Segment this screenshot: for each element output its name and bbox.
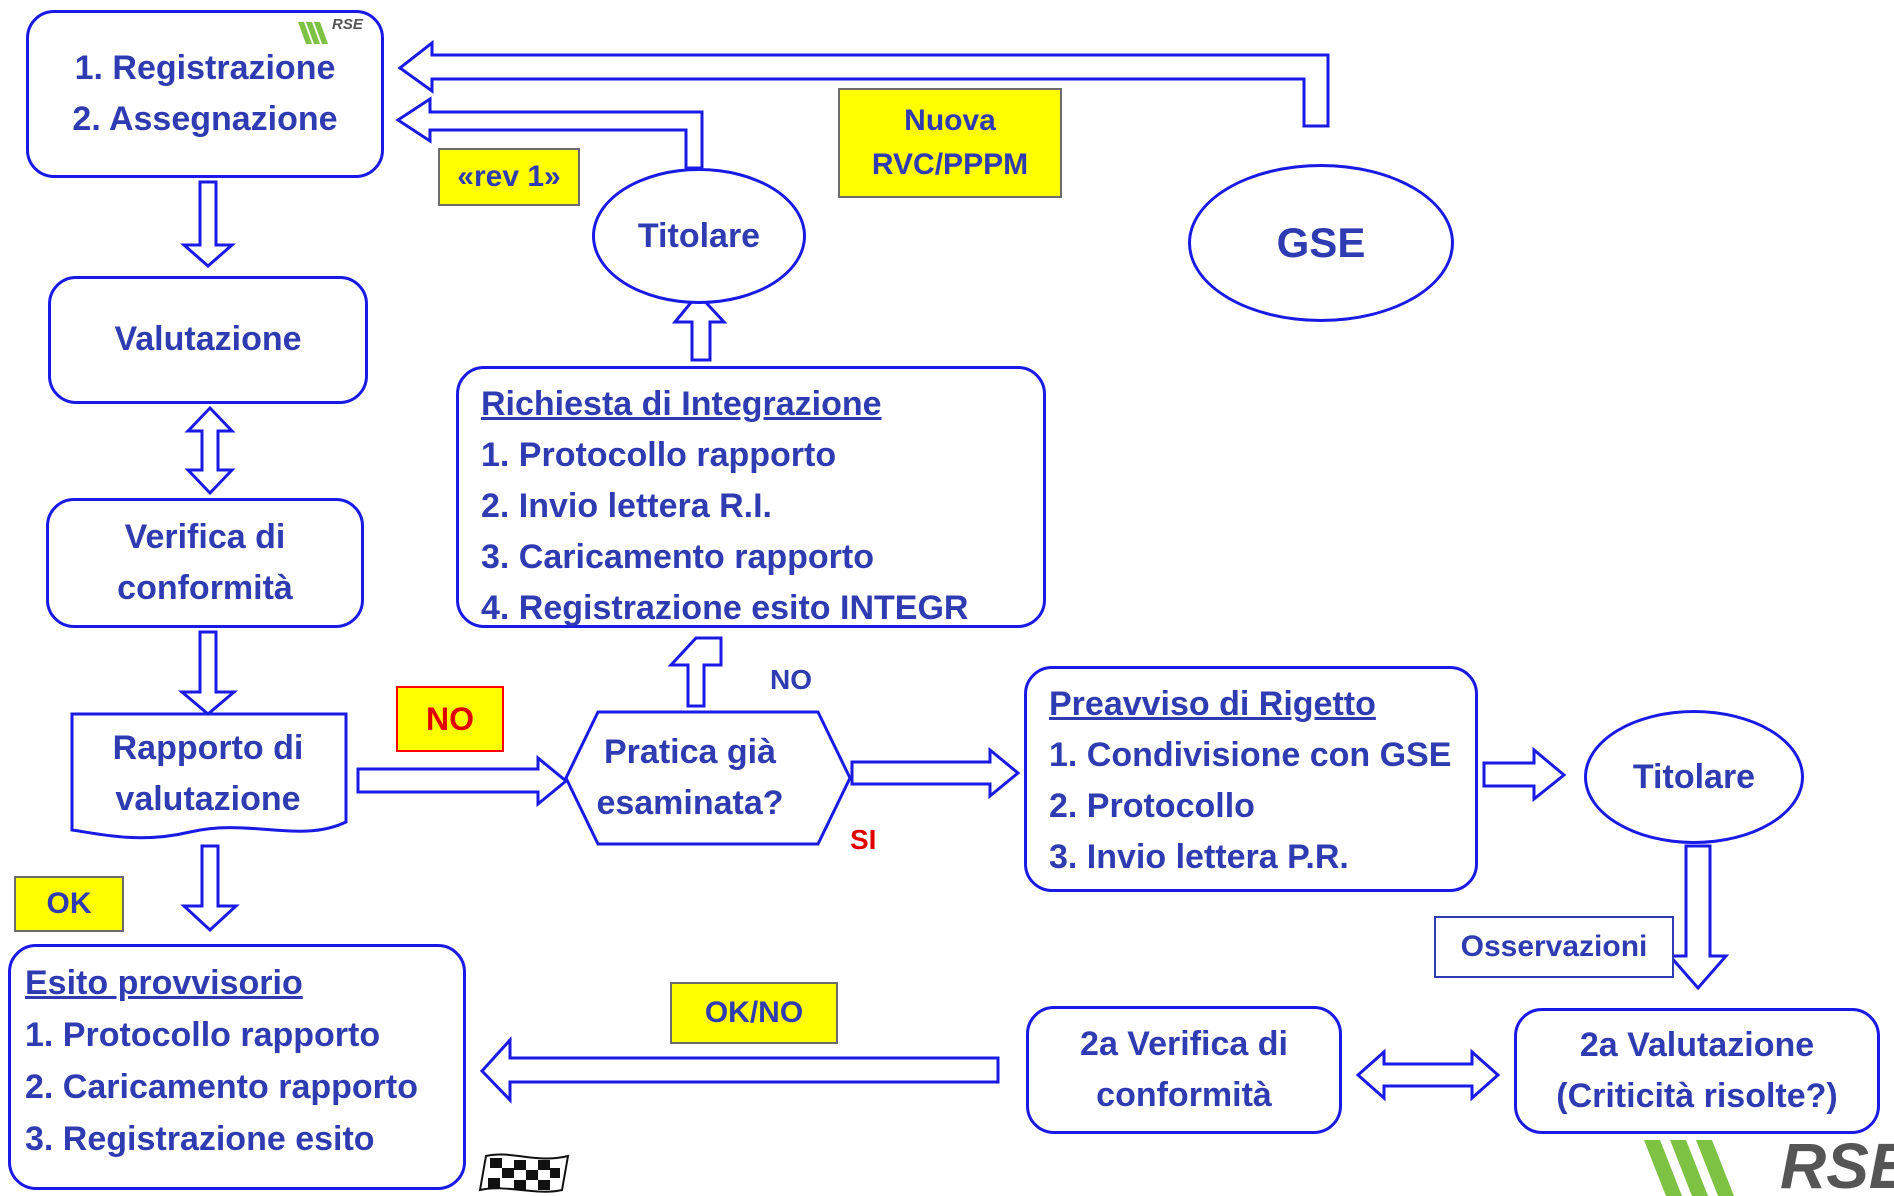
arrow-up-richiesta-titolare xyxy=(671,291,728,362)
verifica-box: Verifica di conformità xyxy=(46,498,364,628)
titolare-right-ellipse: Titolare xyxy=(1584,710,1804,844)
verifica-line-2: conformità xyxy=(117,569,293,607)
nuova-rvc-tag: Nuova RVC/PPPM xyxy=(838,88,1062,198)
arrow-right-rapporto-pratica xyxy=(356,754,569,808)
arrow-down-registrazione-valutazione xyxy=(180,180,236,268)
esito-title: Esito provvisorio xyxy=(25,964,303,1002)
rse-logo-small: RSE xyxy=(296,16,366,50)
arrow-elbow-titolare-registrazione xyxy=(395,96,704,170)
rapporto-line-2: valutazione xyxy=(115,780,301,818)
arrow-down-verifica-rapporto xyxy=(177,630,239,716)
no-branch-label: NO xyxy=(770,664,812,695)
si-branch-label: SI xyxy=(850,824,877,855)
nuova-tag-line-1: Nuova xyxy=(904,104,996,137)
richiesta-item-4: 4. Registrazione esito INTEGR xyxy=(481,589,969,627)
rse-text-small: RSE xyxy=(332,16,363,33)
valutazione-label: Valutazione xyxy=(114,320,302,359)
pratica-line-2: esaminata? xyxy=(596,784,784,822)
titolare-top-label: Titolare xyxy=(637,216,761,255)
rse-stripes-large-icon xyxy=(1644,1140,1734,1196)
rev-tag: «rev 1» xyxy=(438,148,580,206)
nuova-tag-line-2: RVC/PPPM xyxy=(871,148,1029,181)
arrow-double-valutazione-verifica xyxy=(184,405,236,496)
arrow-elbow-gse-registrazione xyxy=(397,39,1330,128)
valutazione2-line-1: 2a Valutazione xyxy=(1579,1026,1815,1064)
gse-label: GSE xyxy=(1276,219,1366,266)
gse-ellipse: GSE xyxy=(1188,164,1454,322)
rse-stripes-small-icon xyxy=(298,22,328,44)
valutazione-box: Valutazione xyxy=(48,276,368,404)
rapporto-document-shape xyxy=(70,712,348,840)
esito-item-2: 2. Caricamento rapporto xyxy=(25,1068,418,1106)
titolare-top-ellipse: Titolare xyxy=(592,168,806,304)
no-tag-label: NO xyxy=(426,700,474,737)
pratica-line-1: Pratica già xyxy=(604,733,776,771)
assegnazione-line: 2. Assegnazione xyxy=(72,100,338,138)
esito-box: Esito provvisorio 1. Protocollo rapporto… xyxy=(8,944,466,1190)
valutazione2-box: 2a Valutazione (Criticità risolte?) xyxy=(1514,1008,1880,1134)
richiesta-item-2: 2. Invio lettera R.I. xyxy=(481,487,772,525)
titolare-right-label: Titolare xyxy=(1632,757,1756,796)
osservazioni-tag-label: Osservazioni xyxy=(1460,930,1648,963)
osservazioni-tag: Osservazioni xyxy=(1434,916,1674,978)
ok-tag: OK xyxy=(14,876,124,932)
arrow-up-pratica-richiesta xyxy=(667,636,723,708)
checkered-flag-icon xyxy=(478,1153,570,1193)
preavviso-box: Preavviso di Rigetto 1. Condivisione con… xyxy=(1024,666,1478,892)
pratica-text: Pratica già esaminata? xyxy=(580,722,800,834)
preavviso-item-2: 2. Protocollo xyxy=(1049,787,1255,825)
okno-tag-label: OK/NO xyxy=(704,996,804,1029)
verifica2-line-2: conformità xyxy=(1096,1076,1272,1114)
rse-logo-large: RSE xyxy=(1640,1136,1894,1196)
esito-item-3: 3. Registrazione esito xyxy=(25,1120,375,1158)
richiesta-item-1: 1. Protocollo rapporto xyxy=(481,436,837,474)
rapporto-text: Rapporto di valutazione xyxy=(76,720,340,828)
richiesta-title: Richiesta di Integrazione xyxy=(481,385,882,423)
registrazione-line: 1. Registrazione xyxy=(74,49,336,87)
rev-tag-label: «rev 1» xyxy=(457,160,561,193)
arrow-right-preavviso-titolare xyxy=(1482,746,1567,803)
rse-text-large: RSE xyxy=(1780,1136,1894,1196)
ok-tag-label: OK xyxy=(46,887,92,920)
verifica2-box: 2a Verifica di conformità xyxy=(1026,1006,1342,1134)
no-tag: NO xyxy=(396,686,504,752)
arrow-down-rapporto-esito xyxy=(180,844,240,933)
verifica-line-1: Verifica di xyxy=(124,518,286,556)
arrow-left-verifica2-esito xyxy=(479,1036,1000,1104)
arrow-double-verifica2-valutazione2 xyxy=(1355,1048,1501,1102)
preavviso-title: Preavviso di Rigetto xyxy=(1049,685,1376,723)
pratica-hexagon-shape xyxy=(564,710,852,846)
valutazione2-line-2: (Criticità risolte?) xyxy=(1556,1077,1838,1115)
rapporto-line-1: Rapporto di xyxy=(112,729,304,767)
richiesta-item-3: 3. Caricamento rapporto xyxy=(481,538,874,576)
verifica2-line-1: 2a Verifica di xyxy=(1080,1025,1288,1063)
preavviso-item-3: 3. Invio lettera P.R. xyxy=(1049,838,1349,876)
arrow-down-titolare-valutazione2 xyxy=(1666,844,1730,991)
richiesta-box: Richiesta di Integrazione 1. Protocollo … xyxy=(456,366,1046,628)
arrow-right-pratica-preavviso xyxy=(850,746,1021,800)
okno-tag: OK/NO xyxy=(670,982,838,1044)
preavviso-item-1: 1. Condivisione con GSE xyxy=(1049,736,1452,774)
esito-item-1: 1. Protocollo rapporto xyxy=(25,1016,381,1054)
